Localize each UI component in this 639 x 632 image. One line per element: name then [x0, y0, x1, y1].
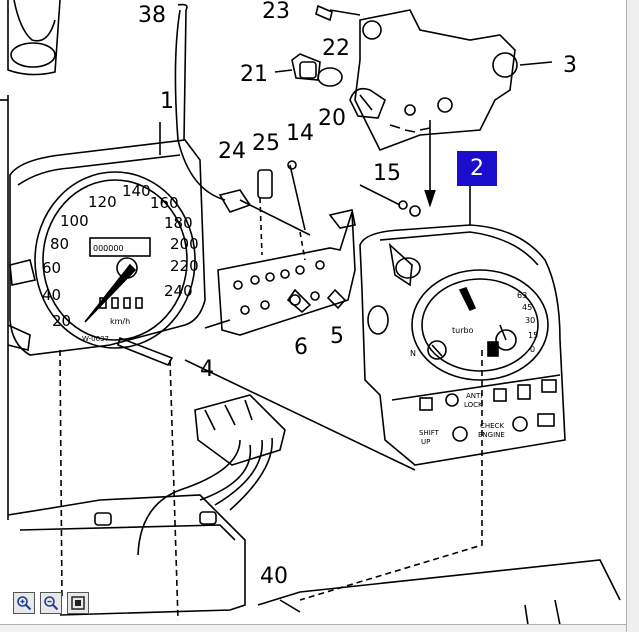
callout-6: 6 [294, 335, 308, 360]
shift-up-label: SHIFT [419, 429, 440, 437]
speed-tick: 200 [170, 235, 199, 253]
speed-tick: 40 [42, 286, 61, 304]
speed-tick: 220 [170, 257, 199, 275]
temp-tick: 45 [522, 303, 532, 312]
viewer-bottom-edge [0, 624, 626, 632]
callout-23: 23 [262, 0, 290, 24]
speed-unit: km/h [110, 317, 130, 326]
callout-20: 20 [318, 106, 346, 131]
callout-14: 14 [286, 121, 314, 146]
speedometer-scale: 20 40 60 80 100 120 140 160 180 200 220 … [42, 182, 199, 330]
temp-tick: 15 [528, 331, 538, 340]
check-engine-label: ENGINE [478, 431, 505, 439]
fuel-gauge-marker: N [410, 349, 416, 358]
zoom-out-icon [44, 596, 59, 611]
speed-tick: 100 [60, 212, 89, 230]
speed-tick: 180 [164, 214, 193, 232]
anti-lock-label: ANTI [466, 392, 482, 400]
callout-1: 1 [160, 89, 174, 114]
callout-40: 40 [260, 564, 288, 589]
highlighted-callout-2[interactable]: 2 [457, 151, 497, 186]
zoom-out-button[interactable] [40, 592, 62, 614]
speed-tick: 80 [50, 235, 69, 253]
speed-tick: 120 [88, 193, 117, 211]
speed-tick: 160 [150, 194, 179, 212]
callout-38: 38 [138, 3, 166, 28]
zoom-toolbar [13, 592, 89, 614]
callout-3: 3 [563, 53, 577, 78]
shift-up-label: UP [421, 438, 430, 446]
viewer-right-edge [626, 0, 639, 632]
temp-tick: 30 [525, 316, 535, 325]
fit-page-icon [71, 596, 85, 610]
callout-25: 25 [252, 131, 280, 156]
check-engine-label: CHECK [480, 422, 504, 430]
anti-lock-label: LOCK [464, 401, 483, 409]
callout-24: 24 [218, 139, 246, 164]
callout-5: 5 [330, 324, 344, 349]
speed-tick: 60 [42, 259, 61, 277]
callout-15: 15 [373, 161, 401, 186]
zoom-in-button[interactable] [13, 592, 35, 614]
callout-4: 4 [200, 357, 214, 382]
boost-gauge-label: turbo [452, 326, 474, 335]
speed-tick: 20 [52, 312, 71, 330]
speedometer-part-code: W-0637 [82, 335, 109, 343]
callout-22: 22 [322, 36, 350, 61]
temp-tick: 0 [530, 345, 535, 354]
speed-tick: 240 [164, 282, 193, 300]
temp-tick: 63 [517, 291, 527, 300]
fit-page-button[interactable] [67, 592, 89, 614]
zoom-in-icon [17, 596, 32, 611]
callout-21: 21 [240, 62, 268, 87]
odometer-readout: 000000 [93, 244, 124, 253]
speed-tick: 140 [122, 182, 151, 200]
